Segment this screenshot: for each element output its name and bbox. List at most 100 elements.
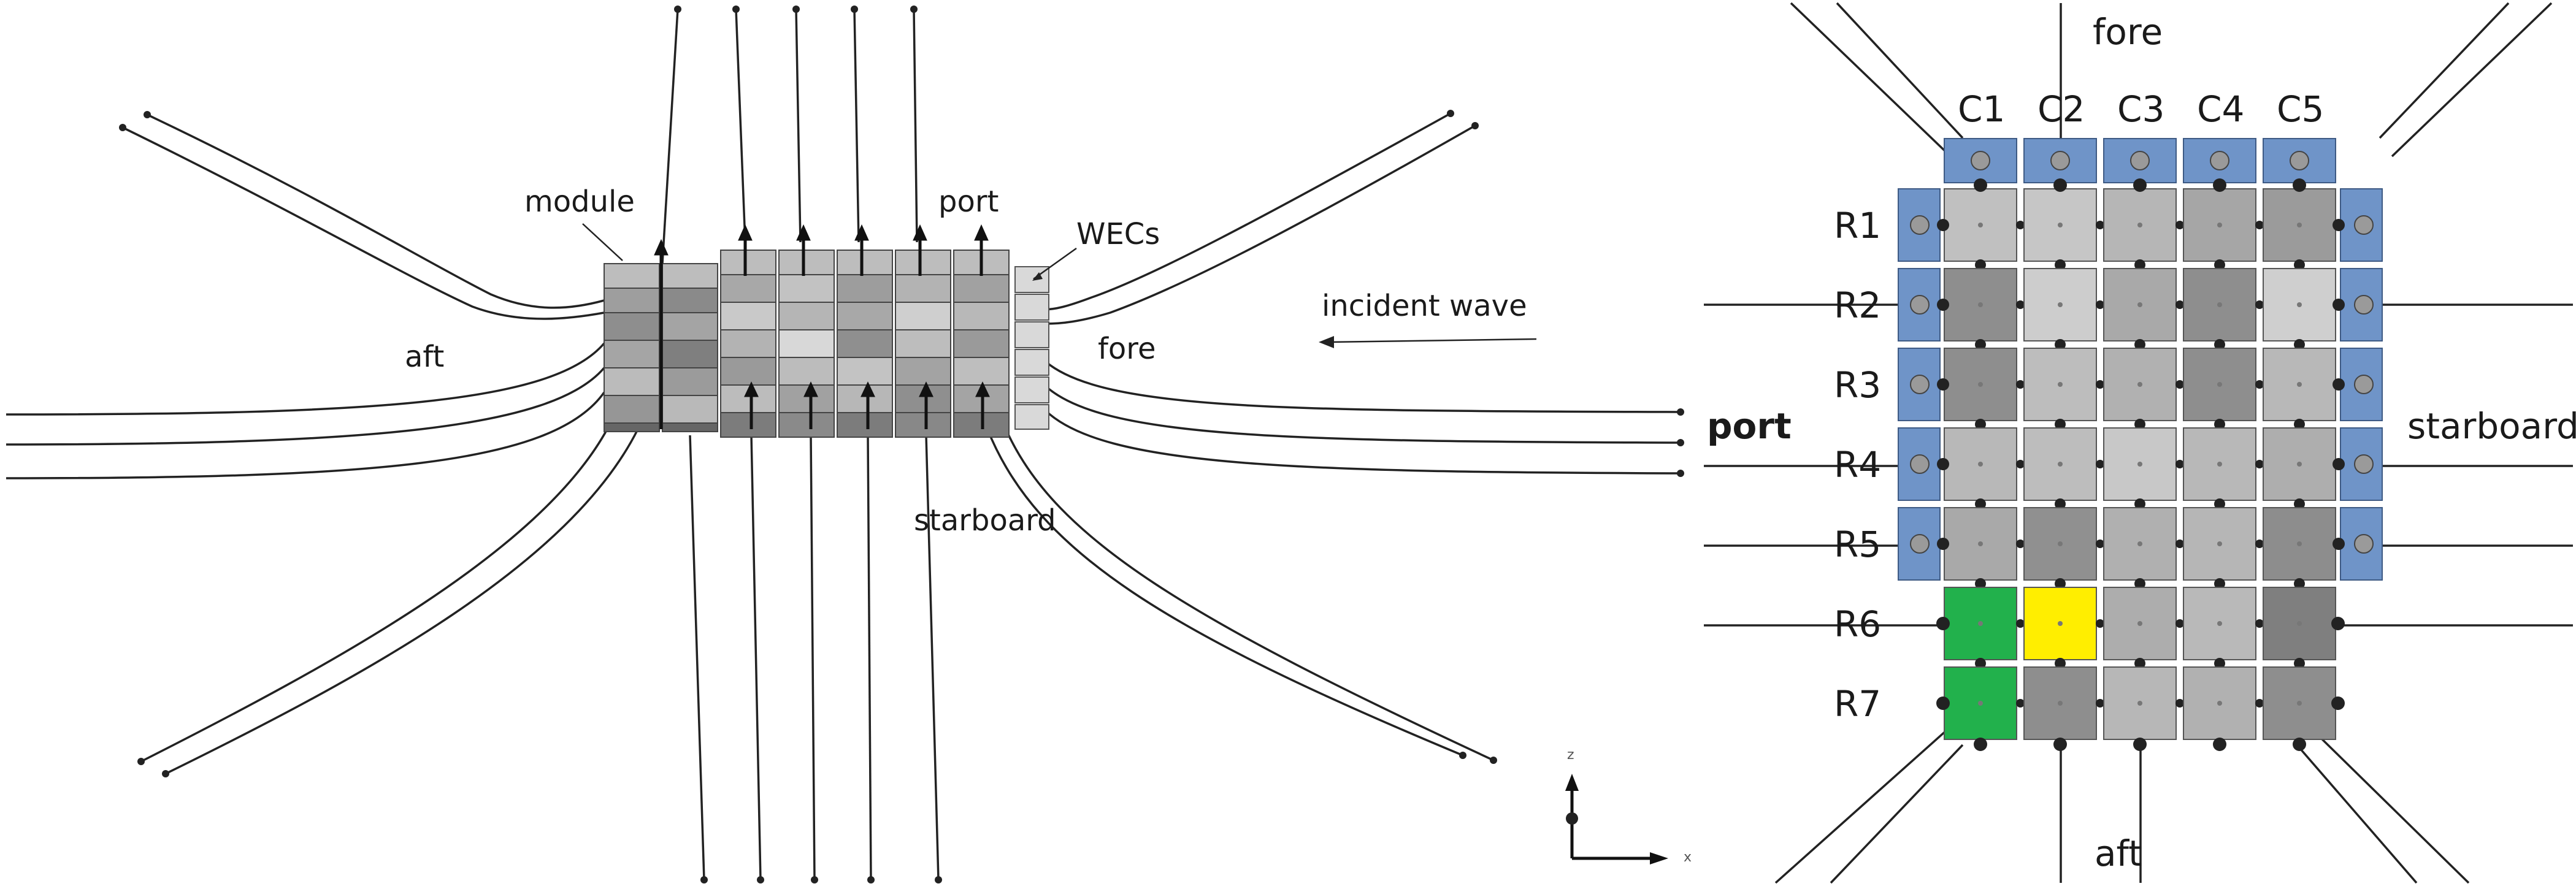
plan-mooring-lines xyxy=(1704,2,2573,884)
connector-dot xyxy=(2175,540,2184,548)
connector-dot xyxy=(2016,380,2025,389)
connector-dot xyxy=(1936,696,1950,710)
connector-dot xyxy=(2293,738,2306,751)
connector-dot xyxy=(2096,460,2104,468)
connector-dot xyxy=(2016,540,2025,548)
connector-dot xyxy=(2294,259,2305,270)
module-center-dot xyxy=(2297,223,2302,227)
row-label-r7: R7 xyxy=(1834,683,1881,725)
module-center-dot xyxy=(2297,621,2302,626)
upper-right-mooring-lines xyxy=(1042,110,1479,325)
label-fore-left: fore xyxy=(1098,332,1156,366)
connector-dot xyxy=(2175,460,2184,468)
connector-dot xyxy=(2255,540,2264,548)
connector-dot xyxy=(2016,221,2025,229)
connector-dot xyxy=(2055,419,2066,430)
wec-float xyxy=(1971,151,1990,170)
upper-left-mooring-lines xyxy=(119,111,605,320)
connector-dot xyxy=(1937,219,1949,231)
module-center-dot xyxy=(1978,223,1983,227)
connector-dot xyxy=(2134,419,2145,430)
connector-dot xyxy=(2214,658,2225,669)
module-center-dot xyxy=(2058,701,2063,706)
wec-float xyxy=(2290,151,2309,170)
label-port-right: port xyxy=(1707,405,1792,447)
connector-dot xyxy=(2175,380,2184,389)
module-center-dot xyxy=(2137,541,2142,546)
connector-dot xyxy=(1974,738,1987,751)
connector-dot xyxy=(2055,259,2066,270)
connector-dot xyxy=(2134,498,2145,509)
connector-dot xyxy=(2134,339,2145,350)
row-label-r4: R4 xyxy=(1834,444,1881,486)
column-label-c4: C4 xyxy=(2197,88,2244,130)
module-center-dot xyxy=(2297,302,2302,307)
connector-dot xyxy=(1974,178,1987,192)
connector-dot xyxy=(2016,460,2025,468)
module-center-dot xyxy=(2137,382,2142,387)
connector-dot xyxy=(2214,578,2225,589)
connector-dot xyxy=(2213,738,2226,751)
connector-dot xyxy=(2096,540,2104,548)
wecs-pointer xyxy=(1032,247,1077,281)
connector-dot xyxy=(2255,699,2264,708)
wec-float xyxy=(2130,151,2150,170)
module-center-dot xyxy=(2058,302,2063,307)
connector-dot xyxy=(2255,380,2264,389)
module-center-dot xyxy=(2137,462,2142,467)
module-cell-r6-c4 xyxy=(2183,587,2256,660)
wec-float xyxy=(1910,215,1930,235)
row-label-r6: R6 xyxy=(1834,603,1881,645)
row-label-r3: R3 xyxy=(1834,364,1881,406)
module-center-dot xyxy=(2217,701,2222,706)
connector-dot xyxy=(2175,699,2184,708)
column-label-c5: C5 xyxy=(2277,88,2324,130)
connector-dot xyxy=(2255,460,2264,468)
label-aft-left: aft xyxy=(405,340,444,374)
axis-z-label: z xyxy=(1567,747,1574,763)
module-center-dot xyxy=(2058,541,2063,546)
aft-horizontal-mooring-lines xyxy=(6,342,605,479)
connector-dot xyxy=(2175,619,2184,628)
row-label-r1: R1 xyxy=(1834,205,1881,246)
connector-dot xyxy=(1975,419,1986,430)
connector-dot xyxy=(2175,221,2184,229)
connector-dot xyxy=(2055,498,2066,509)
module-center-dot xyxy=(2137,621,2142,626)
label-module: module xyxy=(524,185,635,219)
connector-dot xyxy=(2016,699,2025,708)
connector-dot xyxy=(2134,259,2145,270)
connector-dot xyxy=(1975,578,1986,589)
incident-wave-arrow xyxy=(1319,336,1537,348)
connector-dot xyxy=(2214,419,2225,430)
connector-dot xyxy=(2255,300,2264,309)
bottom-vertical-mooring-lines xyxy=(689,435,942,883)
module-center-dot xyxy=(2217,302,2222,307)
module-center-dot xyxy=(2217,621,2222,626)
connector-dot xyxy=(2133,738,2147,751)
column-label-c1: C1 xyxy=(1958,88,2005,130)
wec-float xyxy=(2354,215,2374,235)
connector-dot xyxy=(1937,378,1949,391)
connector-dot xyxy=(1975,498,1986,509)
connector-dot xyxy=(2213,178,2226,192)
connector-dot xyxy=(2175,300,2184,309)
connector-dot xyxy=(2255,221,2264,229)
module-center-dot xyxy=(1978,462,1983,467)
connector-dot xyxy=(2294,419,2305,430)
connector-dot xyxy=(2133,178,2147,192)
connector-dot xyxy=(2096,699,2104,708)
label-fore-right: fore xyxy=(2093,11,2163,53)
connector-dot xyxy=(2134,658,2145,669)
module-center-dot xyxy=(2058,462,2063,467)
connector-dot xyxy=(2134,578,2145,589)
module-center-dot xyxy=(1978,302,1983,307)
connector-dot xyxy=(2055,658,2066,669)
module-center-dot xyxy=(2058,223,2063,227)
module-center-dot xyxy=(1978,621,1983,626)
row-label-r2: R2 xyxy=(1834,284,1881,326)
connector-dot xyxy=(1937,458,1949,470)
